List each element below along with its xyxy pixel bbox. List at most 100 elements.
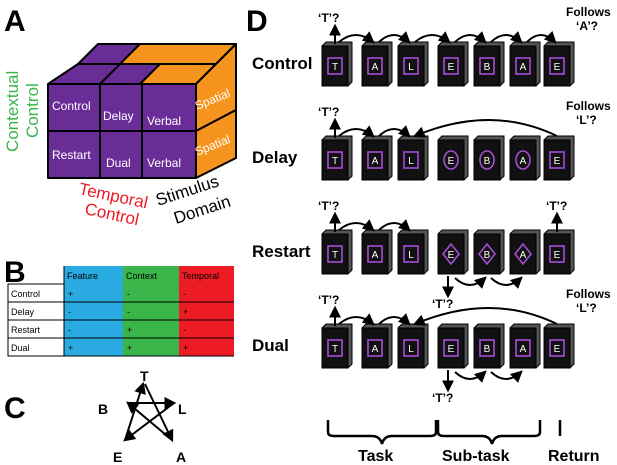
pentagram-letter-t: T <box>140 368 149 384</box>
stimulus-letter: E <box>554 344 561 355</box>
stimulus-card: B <box>473 229 505 275</box>
cell: - <box>127 289 130 299</box>
stimulus-card: A <box>509 135 541 181</box>
stimulus-letter: A <box>372 344 379 355</box>
question-left: ‘T’? <box>318 105 339 119</box>
cube-front-dual <box>99 130 143 179</box>
question-below: ‘T’? <box>432 391 453 405</box>
cell: + <box>127 325 132 335</box>
question-right: ‘T’? <box>546 199 567 213</box>
cube-label-restart: Restart <box>52 148 91 162</box>
stimulus-letter: E <box>448 156 455 167</box>
row-label-restart: Restart <box>11 325 41 335</box>
stimulus-letter: B <box>484 62 491 73</box>
row-label-control: Control <box>11 289 40 299</box>
cell: + <box>183 343 188 353</box>
stimulus-card: E <box>437 229 469 275</box>
cell: + <box>68 343 73 353</box>
phase-label-task: Task <box>358 448 393 465</box>
condition-label: Control <box>252 54 312 73</box>
stimulus-letter: A <box>372 156 379 167</box>
cube-side-spatial-bottom <box>195 109 237 179</box>
row-label-delay: Delay <box>11 307 35 317</box>
phase-label-return: Return <box>548 448 600 465</box>
stimulus-card: E <box>543 41 575 87</box>
question-left: ‘T’? <box>318 11 339 25</box>
axis-contextual-control: Contextual Control <box>3 71 42 152</box>
stimulus-letter: B <box>484 156 491 167</box>
stimulus-card: L <box>397 135 429 181</box>
stimulus-letter: A <box>520 62 527 73</box>
cube-label-dual: Dual <box>106 156 131 170</box>
stimulus-letter: E <box>554 62 561 73</box>
cube-label-verbal-bottom: Verbal <box>147 156 181 170</box>
stimulus-card: T <box>321 135 353 181</box>
stimulus-card: L <box>397 229 429 275</box>
cube-diagram <box>47 43 237 179</box>
question-right-line1: Follows <box>566 99 611 113</box>
panel-label-a: A <box>4 5 26 38</box>
condition-label: Restart <box>252 242 311 261</box>
stimulus-letter: E <box>554 156 561 167</box>
stimulus-letter: A <box>520 156 527 167</box>
stimulus-card: A <box>361 41 393 87</box>
stimulus-letter: T <box>332 62 338 73</box>
stimulus-card: E <box>437 135 469 181</box>
stimulus-letter: E <box>448 250 455 261</box>
stimulus-letter: A <box>372 250 379 261</box>
condition-table: Feature Context Temporal Control + - - D… <box>7 266 234 357</box>
stimulus-card: A <box>509 229 541 275</box>
pentagram-letter-b: B <box>98 401 108 417</box>
cell: - <box>183 289 186 299</box>
header-context-bg <box>123 266 179 284</box>
cell: - <box>127 307 130 317</box>
cell: - <box>183 325 186 335</box>
cell: + <box>127 343 132 353</box>
stimulus-card: A <box>509 323 541 369</box>
stimulus-card: E <box>437 323 469 369</box>
question-left: ‘T’? <box>318 293 339 307</box>
header-feature-bg <box>64 266 123 284</box>
stimulus-letter: T <box>332 344 338 355</box>
stimulus-card: L <box>397 41 429 87</box>
table-header-temporal: Temporal <box>182 271 219 281</box>
stimulus-card: E <box>543 229 575 275</box>
cell: - <box>68 307 71 317</box>
svg-text:Control: Control <box>23 83 42 138</box>
stimulus-card: B <box>473 135 505 181</box>
cell: + <box>68 289 73 299</box>
stimulus-letter: E <box>448 344 455 355</box>
table-header-context: Context <box>126 271 158 281</box>
stimulus-letter: B <box>484 250 491 261</box>
condition-label: Dual <box>252 336 289 355</box>
question-right-line1: Follows <box>566 287 611 301</box>
stimulus-card: E <box>437 41 469 87</box>
stimulus-card: E <box>543 135 575 181</box>
question-left: ‘T’? <box>318 199 339 213</box>
panel-label-d: D <box>246 5 268 38</box>
cube-side-verbal-bottom <box>141 130 197 179</box>
question-right-line1: Follows <box>566 5 611 19</box>
stimulus-card: T <box>321 41 353 87</box>
pentagram-letter-e: E <box>113 449 122 465</box>
stimulus-letter: A <box>372 62 379 73</box>
phase-label-sub-task: Sub-task <box>442 448 510 465</box>
stimulus-letter: L <box>408 62 414 73</box>
cube-front-restart <box>47 130 101 179</box>
stimulus-card: B <box>473 323 505 369</box>
phase-braces <box>326 420 562 445</box>
cell: + <box>183 307 188 317</box>
svg-text:Contextual: Contextual <box>3 71 22 152</box>
stimulus-letter: T <box>332 156 338 167</box>
pentagram-letter-l: L <box>178 401 187 417</box>
stimulus-card: B <box>473 41 505 87</box>
question-right-line2: ‘A’? <box>576 19 598 33</box>
table-header-feature: Feature <box>67 271 98 281</box>
cube-front-delay <box>99 83 143 132</box>
stimulus-letter: E <box>554 250 561 261</box>
